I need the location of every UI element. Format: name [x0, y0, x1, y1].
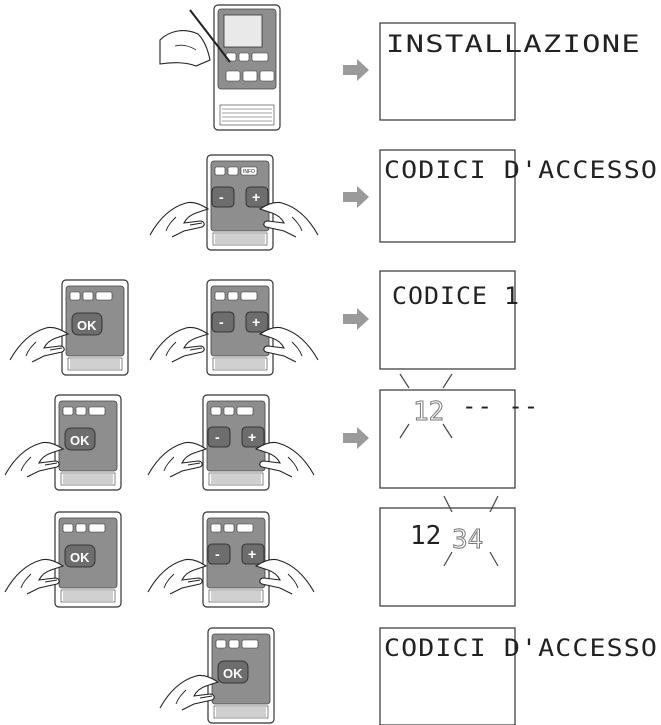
step-5: OK - + 12 34	[4, 495, 516, 608]
step-1: INSTALLAZIONE	[159, 4, 641, 131]
step-2: - + INFO CODICI D'ACCESSO	[149, 149, 658, 251]
blink-ray-icon	[399, 373, 453, 439]
hand-icon	[147, 441, 207, 478]
ok-button-label: OK	[70, 550, 90, 565]
arrow-right-icon	[343, 186, 369, 208]
hand-icon	[4, 558, 64, 595]
plus-button-label: +	[252, 314, 260, 330]
lcd-screen: CODICI D'ACCESSO	[379, 149, 658, 243]
device: - +	[202, 511, 270, 608]
lcd-text: INSTALLAZIONE	[386, 30, 641, 58]
lcd-screen: INSTALLAZIONE	[379, 22, 641, 121]
device-ok: OK	[61, 279, 129, 376]
plus-button-label: +	[248, 429, 256, 445]
blink-ray-icon	[443, 495, 499, 567]
minus-button-label: -	[219, 314, 224, 330]
arrow-right-icon	[343, 308, 369, 330]
device: - +	[206, 279, 274, 376]
device: - + INFO	[206, 154, 274, 251]
minus-button-label: -	[215, 429, 220, 445]
lcd-text: CODICI D'ACCESSO	[384, 634, 658, 662]
arrow-right-icon	[343, 427, 369, 449]
device-with-pencil	[213, 4, 281, 131]
info-label: INFO	[243, 169, 255, 175]
ok-button-label: OK	[223, 666, 243, 681]
device-ok: OK	[54, 394, 122, 491]
ok-button-label: OK	[77, 318, 97, 333]
plus-button-label: +	[252, 189, 260, 205]
device-ok: OK	[54, 511, 122, 608]
hand-icon	[4, 441, 64, 478]
lcd-digits-blink: 12	[413, 397, 444, 427]
ok-button-label: OK	[70, 433, 90, 448]
minus-button-label: -	[215, 546, 220, 562]
plus-button-label: +	[248, 546, 256, 562]
lcd-digits-lit: 12	[410, 521, 441, 551]
lcd-screen: 12 34	[379, 495, 516, 607]
hand-icon	[149, 201, 209, 238]
lcd-text: CODICI D'ACCESSO	[384, 156, 658, 184]
lcd-screen: CODICE 1	[379, 270, 520, 370]
pencil-icon	[159, 9, 231, 67]
hand-icon	[147, 558, 207, 595]
device-ok: OK	[207, 627, 275, 724]
hand-icon	[9, 326, 69, 363]
lcd-text: CODICE 1	[392, 282, 520, 310]
step-3: OK - + CODICE 1	[9, 270, 520, 376]
device: - +	[202, 394, 270, 491]
step-4: OK - + 12 -- --	[4, 373, 539, 491]
lcd-screen: 12 -- --	[379, 373, 539, 489]
lcd-screen: CODICI D'ACCESSO	[379, 627, 658, 725]
step-6: OK CODICI D'ACCESSO	[159, 627, 658, 725]
arrow-right-icon	[343, 59, 369, 81]
lcd-digits-blink: 34	[452, 525, 483, 555]
minus-button-label: -	[219, 189, 224, 205]
hand-icon	[149, 326, 209, 363]
lcd-digits-placeholder: -- --	[462, 392, 539, 420]
